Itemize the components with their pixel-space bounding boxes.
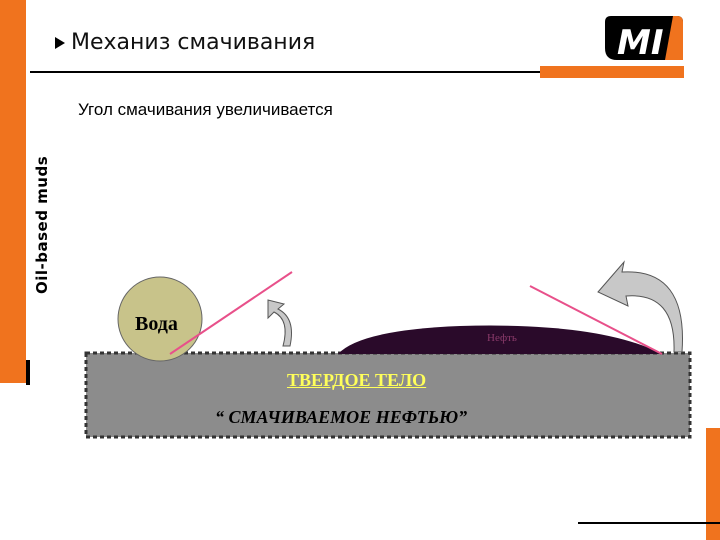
- mi-logo: MI: [603, 14, 685, 67]
- solid-label: ТВЕРДОЕ ТЕЛО: [287, 370, 427, 390]
- oil-label: Нефть: [487, 332, 517, 344]
- large-curved-arrow-icon: [597, 260, 683, 353]
- solid-sublabel: “ СМАЧИВАЕМОЕ НЕФТЬЮ”: [215, 407, 468, 427]
- water-label: Вода: [135, 313, 178, 335]
- sidebar-bar: [0, 0, 26, 383]
- oil-drop: [338, 325, 662, 354]
- logo-text: MI: [617, 23, 663, 62]
- bullet-triangle-icon: [55, 36, 65, 49]
- footer-rule: [578, 522, 720, 524]
- header-rule: [30, 71, 684, 73]
- sidebar-divider: [26, 360, 30, 385]
- tangent-line-water: [169, 271, 293, 355]
- water-drop: [117, 276, 203, 362]
- page-title: Механиз смачивания: [71, 30, 316, 55]
- mi-logo-icon: MI: [605, 16, 683, 63]
- header: Механиз смачивания: [55, 30, 315, 55]
- corner-accent: [706, 428, 720, 540]
- small-curved-arrow-icon: [267, 299, 292, 347]
- subtitle: Угол смачивания увеличивается: [78, 100, 333, 119]
- tangent-line-oil: [529, 285, 663, 355]
- header-rule-accent: [540, 66, 684, 78]
